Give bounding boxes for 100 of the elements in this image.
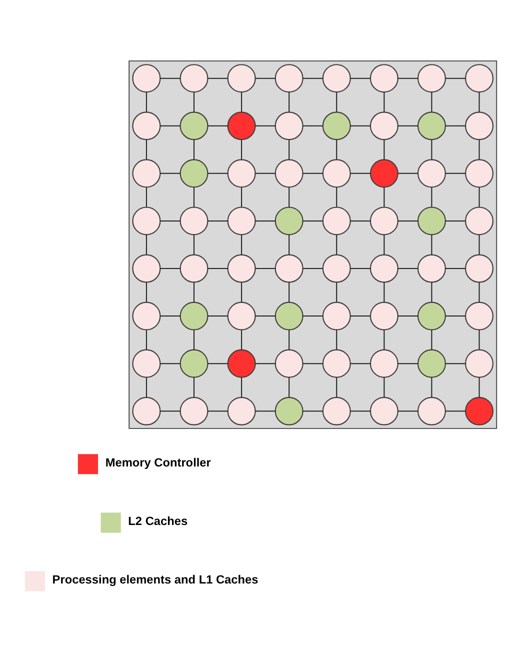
connector	[445, 267, 466, 268]
node-circle	[464, 396, 494, 425]
connector	[336, 139, 338, 160]
connector	[241, 282, 242, 302]
connector	[478, 376, 480, 397]
connector	[478, 282, 480, 302]
node-circle	[370, 206, 398, 235]
connector	[302, 315, 323, 316]
node-circle	[417, 301, 446, 330]
connector	[255, 77, 276, 78]
connector	[445, 315, 466, 316]
node-circle	[274, 301, 304, 330]
node-circle	[370, 348, 398, 378]
connector	[350, 410, 370, 412]
node-circle	[180, 158, 208, 188]
node-circle	[132, 206, 161, 235]
node-circle	[464, 158, 494, 188]
connector	[384, 186, 385, 207]
connector	[241, 234, 242, 254]
node-circle	[132, 111, 161, 140]
node-circle	[274, 254, 304, 282]
node-circle	[180, 206, 208, 235]
connector	[445, 77, 466, 78]
node-circle	[464, 348, 494, 378]
connector	[398, 362, 418, 364]
node-circle	[417, 348, 446, 378]
node-circle	[417, 64, 446, 92]
connector	[302, 267, 323, 268]
connector	[336, 329, 338, 350]
node-circle	[417, 396, 446, 425]
connector	[160, 267, 180, 268]
connector	[208, 220, 228, 221]
connector	[160, 77, 180, 78]
connector	[384, 92, 385, 112]
node-circle	[417, 206, 446, 235]
node-circle	[417, 111, 446, 140]
connector	[146, 376, 147, 397]
node-circle	[132, 396, 161, 425]
node-circle	[322, 301, 351, 330]
node-circle	[227, 254, 256, 282]
connector	[208, 315, 228, 316]
node-circle	[274, 64, 304, 92]
connector	[431, 282, 432, 302]
connector	[241, 92, 242, 112]
connector	[384, 329, 385, 350]
connector	[208, 77, 228, 78]
connector	[336, 186, 338, 207]
connector	[146, 282, 147, 302]
connector	[288, 376, 290, 397]
connector	[302, 362, 323, 364]
connector	[288, 282, 290, 302]
connector	[241, 376, 242, 397]
node-circle	[227, 158, 256, 188]
connector	[350, 77, 370, 78]
node-circle	[227, 396, 256, 425]
node-circle	[322, 348, 351, 378]
connector	[288, 186, 290, 207]
cluster	[128, 60, 498, 428]
connector	[350, 267, 370, 268]
connector	[302, 124, 323, 126]
connector	[241, 186, 242, 207]
connector	[160, 172, 180, 174]
node-circle	[180, 254, 208, 282]
node-circle	[464, 64, 494, 92]
node-circle	[274, 158, 304, 188]
node-circle	[132, 348, 161, 378]
node-circle	[132, 158, 161, 188]
connector	[350, 362, 370, 364]
connector	[350, 220, 370, 221]
connector	[398, 172, 418, 174]
connector	[384, 234, 385, 254]
connector	[445, 362, 466, 364]
connector	[478, 92, 480, 112]
node-circle	[417, 254, 446, 282]
connector	[160, 362, 180, 364]
connector	[208, 172, 228, 174]
node-circle	[132, 254, 161, 282]
connector	[288, 139, 290, 160]
connector	[241, 329, 242, 350]
connector	[146, 186, 147, 207]
connector	[384, 282, 385, 302]
connector	[478, 329, 480, 350]
connector	[398, 124, 418, 126]
connector	[255, 220, 276, 221]
connector	[302, 172, 323, 174]
legend-label: Processing elements and L1 Caches	[52, 572, 258, 586]
connector	[398, 267, 418, 268]
node-circle	[322, 158, 351, 188]
node-circle	[322, 206, 351, 235]
connector	[255, 410, 276, 412]
node-circle	[180, 301, 208, 330]
connector	[146, 329, 147, 350]
connector	[398, 77, 418, 78]
node-circle	[370, 158, 398, 188]
connector	[398, 315, 418, 316]
connector	[160, 315, 180, 316]
connector	[255, 267, 276, 268]
connector	[350, 315, 370, 316]
connector	[398, 410, 418, 412]
node-circle	[180, 111, 208, 140]
